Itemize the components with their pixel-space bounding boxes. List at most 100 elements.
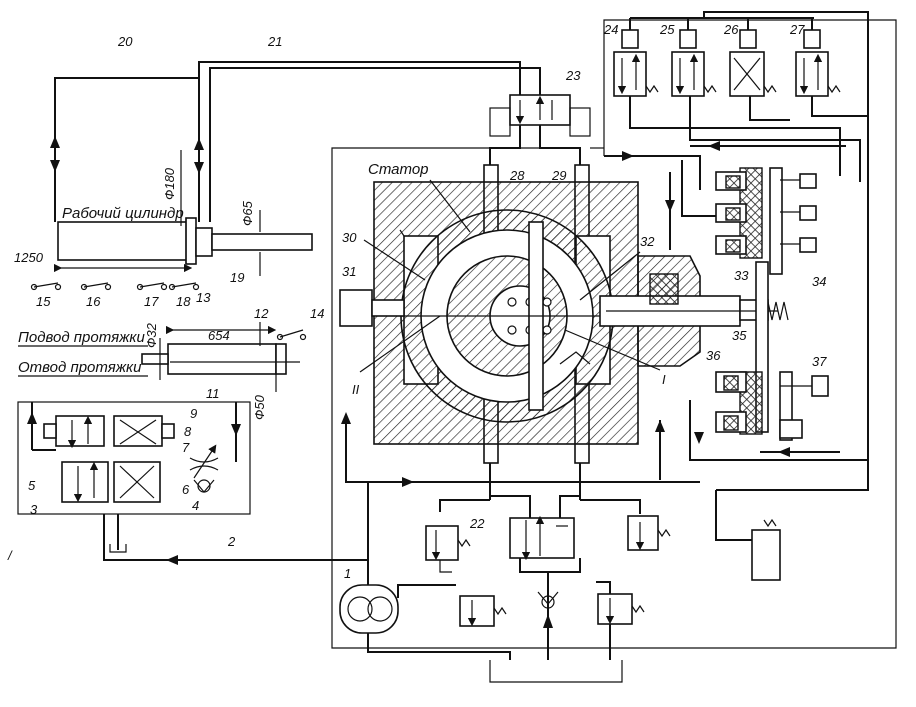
valve-27 [795, 29, 841, 97]
callout-8: 8 [184, 424, 192, 439]
pipe-20 [50, 77, 199, 222]
callout-7: 7 [182, 440, 190, 455]
dim-phi65: Ф65 [240, 200, 255, 226]
spring-icon [631, 604, 645, 614]
spring-icon [493, 606, 507, 616]
callout-32: 32 [640, 234, 655, 249]
stator-label: Статор [368, 161, 429, 178]
callout-16: 16 [86, 294, 101, 309]
roman-1-label: I [662, 372, 666, 387]
solenoid-icon [161, 423, 175, 439]
callout-1: 1 [344, 566, 351, 581]
stray-mark: / [7, 548, 13, 563]
callout-26: 26 [723, 22, 739, 37]
callout-17: 17 [144, 294, 159, 309]
dim-1250: 1250 [14, 250, 44, 265]
limit-switch-icon [259, 322, 307, 346]
check-valve-icon [537, 591, 559, 609]
tank-icon [109, 544, 127, 553]
working-cylinder [57, 217, 313, 265]
bottom-pipes [341, 412, 700, 585]
callout-19: 19 [230, 270, 244, 285]
callout-13: 13 [196, 290, 211, 305]
callout-24: 24 [603, 22, 618, 37]
spring-icon [767, 301, 789, 321]
broach-supply-label: Подвод протяжки [18, 329, 145, 346]
mechanism-32 [599, 255, 789, 367]
dim-654: 654 [208, 328, 230, 343]
callout-23: 23 [565, 68, 581, 83]
callout-35: 35 [732, 328, 747, 343]
callout-20: 20 [117, 34, 133, 49]
callout-29: 29 [551, 168, 566, 183]
dim-phi50: Ф50 [252, 394, 267, 420]
limit-switch-icon [136, 282, 168, 291]
plunger-31 [339, 289, 405, 327]
limit-switch-row [30, 282, 200, 291]
valve-25 [671, 29, 717, 97]
spring-icon [703, 84, 717, 94]
callout-18: 18 [176, 294, 191, 309]
callout-22: 22 [469, 516, 485, 531]
valve-24 [613, 29, 659, 97]
callout-31: 31 [342, 264, 356, 279]
callout-3: 3 [30, 502, 38, 517]
throttle-icon [189, 444, 219, 479]
directional-valve-center [509, 515, 581, 573]
limit-switch-icon [80, 282, 112, 291]
broach-cylinder [141, 325, 300, 392]
callout-6: 6 [182, 482, 190, 497]
upper-right-pipes [604, 96, 869, 491]
broach-return-label: Отвод протяжки [18, 359, 142, 376]
callout-33: 33 [734, 268, 749, 283]
callout-9: 9 [190, 406, 197, 421]
callout-27: 27 [789, 22, 805, 37]
spring-icon [657, 528, 671, 538]
callout-15: 15 [36, 294, 51, 309]
pump-housing [373, 181, 639, 445]
callout-25: 25 [659, 22, 675, 37]
spring-icon [645, 84, 659, 94]
solenoid-icon [679, 29, 697, 49]
limit-switch-icon [168, 282, 200, 291]
callout-2: 2 [227, 534, 236, 549]
working-cylinder-label: Рабочий цилиндр [62, 205, 184, 222]
callout-28: 28 [509, 168, 525, 183]
valve-cluster-35 [715, 261, 829, 441]
callout-12: 12 [254, 306, 269, 321]
spring-icon [763, 84, 777, 94]
valve-cluster-33 [715, 167, 817, 275]
solenoid-valves [613, 11, 869, 120]
pump-relief-valves [459, 572, 645, 660]
valve-26 [729, 29, 777, 97]
solenoid-icon [803, 29, 821, 49]
solenoid-icon [621, 29, 639, 49]
lower-right-pipes [655, 400, 868, 581]
dim-phi180: Ф180 [162, 167, 177, 200]
spring-icon [457, 538, 471, 548]
solenoid-icon [739, 29, 757, 49]
spring-icon [827, 84, 841, 94]
callout-37: 37 [812, 354, 827, 369]
pipe-21 [194, 61, 541, 222]
machine-frame [331, 19, 897, 649]
callout-4: 4 [192, 498, 199, 513]
spring-icon [763, 518, 777, 528]
limit-switch-icon [30, 282, 62, 291]
relief-valve-right [627, 515, 671, 551]
dim-phi32: Ф32 [144, 322, 159, 348]
callout-36: 36 [706, 348, 721, 363]
cylinder-dims [53, 150, 261, 276]
callout-5: 5 [28, 478, 36, 493]
callout-30: 30 [342, 230, 357, 245]
solenoid-icon [43, 423, 57, 439]
callout-14: 14 [310, 306, 324, 321]
return-line-2 [103, 544, 368, 565]
roman-2-label: II [352, 382, 360, 397]
relief-valve-22 [425, 525, 471, 573]
callout-34: 34 [812, 274, 826, 289]
callout-11: 11 [206, 386, 220, 401]
left-valve-block [17, 401, 251, 550]
check-valve-icon [193, 479, 215, 493]
